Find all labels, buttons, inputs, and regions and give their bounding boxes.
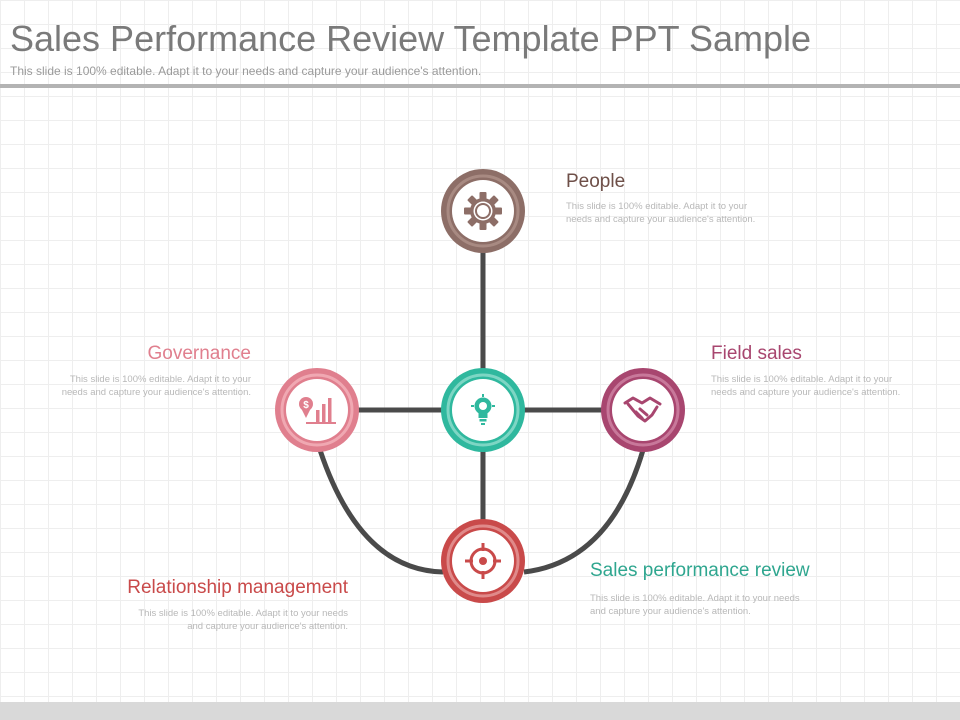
people-label: People xyxy=(566,171,626,192)
people-node[interactable] xyxy=(441,169,525,253)
relationship-description-line2: and capture your audience's attention. xyxy=(187,621,348,632)
sales-review-description-line2: and capture your audience's attention. xyxy=(590,606,751,617)
center-node[interactable] xyxy=(441,368,525,452)
page-title: Sales Performance Review Template PPT Sa… xyxy=(10,18,812,59)
connectors xyxy=(317,250,646,575)
sales-review-label: Sales performance review xyxy=(590,560,810,581)
connector-arc xyxy=(317,449,444,575)
governance-label: Governance xyxy=(147,343,251,364)
governance-node[interactable]: $ xyxy=(275,368,359,452)
relationship-node[interactable] xyxy=(441,519,525,603)
field-sales-description-line1: This slide is 100% editable. Adapt it to… xyxy=(711,374,893,385)
title-divider xyxy=(0,84,960,88)
lightbulb-gear-icon xyxy=(471,394,495,425)
people-description-line2: needs and capture your audience's attent… xyxy=(566,214,756,225)
svg-text:$: $ xyxy=(303,400,309,411)
field-sales-label: Field sales xyxy=(711,343,802,364)
handshake-icon xyxy=(623,396,662,423)
relationship-description-line1: This slide is 100% editable. Adapt it to… xyxy=(138,608,348,619)
connector-arc-right xyxy=(523,449,646,575)
governance-description-line1: This slide is 100% editable. Adapt it to… xyxy=(69,374,251,385)
gear-icon xyxy=(464,192,502,230)
field-sales-description: This slide is 100% editable. Adapt it to… xyxy=(711,373,941,399)
people-description-line1: This slide is 100% editable. Adapt it to… xyxy=(566,201,748,212)
relationship-description: This slide is 100% editable. Adapt it to… xyxy=(98,607,348,633)
field-sales-node[interactable] xyxy=(601,368,685,452)
target-icon xyxy=(465,543,501,579)
bar-chart-dollar-icon: $ xyxy=(299,397,336,424)
field-sales-description-line2: needs and capture your audience's attent… xyxy=(711,387,901,398)
governance-description: This slide is 100% editable. Adapt it to… xyxy=(21,373,251,399)
people-description: This slide is 100% editable. Adapt it to… xyxy=(566,200,796,226)
page-subtitle: This slide is 100% editable. Adapt it to… xyxy=(10,64,482,78)
relationship-label: Relationship management xyxy=(127,577,348,598)
footer-bar xyxy=(0,702,960,720)
sales-review-description-line1: This slide is 100% editable. Adapt it to… xyxy=(590,593,800,604)
sales-review-description: This slide is 100% editable. Adapt it to… xyxy=(590,592,840,618)
governance-description-line2: needs and capture your audience's attent… xyxy=(61,387,251,398)
